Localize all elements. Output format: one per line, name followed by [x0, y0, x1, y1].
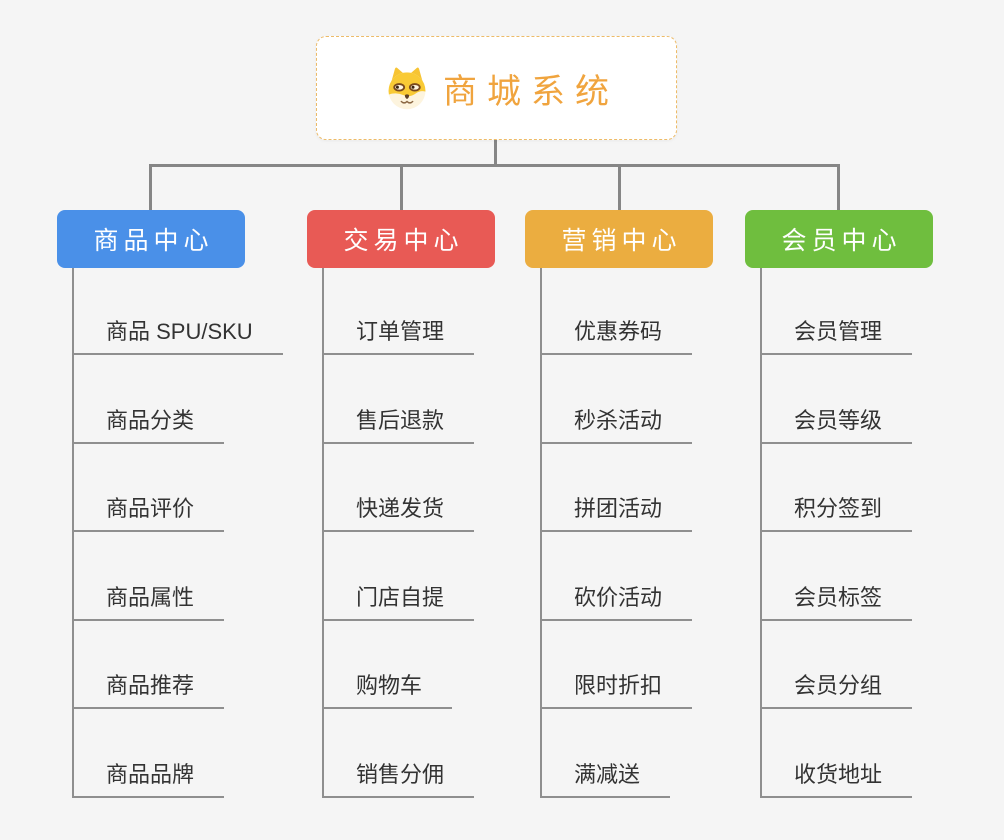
connector-drop-marketing — [618, 164, 621, 210]
root-topic-label: 商城系统 — [443, 72, 619, 111]
connector-horizontal-bar — [149, 164, 840, 167]
subtopic[interactable]: 售后退款 — [324, 355, 475, 444]
subtopic[interactable]: 会员等级 — [762, 355, 913, 444]
subtopic-list-member: 会员管理 会员等级 积分签到 会员标签 会员分组 收货地址 — [760, 268, 1004, 798]
subtopic[interactable]: 优惠券码 — [542, 268, 693, 355]
subtopic[interactable]: 会员管理 — [762, 268, 913, 355]
branch-member-center: 会员中心 会员管理 会员等级 积分签到 会员标签 会员分组 收货地址 — [745, 210, 1004, 798]
subtopic[interactable]: 会员标签 — [762, 532, 913, 621]
branch-topic-product[interactable]: 商品中心 — [57, 210, 245, 268]
branch-product-center: 商品中心 商品 SPU/SKU 商品分类 商品评价 商品属性 商品推荐 商品品牌 — [57, 210, 317, 798]
dog-face-icon — [384, 66, 430, 110]
subtopic[interactable]: 积分签到 — [762, 444, 913, 532]
branch-topic-member[interactable]: 会员中心 — [745, 210, 933, 268]
connector-root-stem — [494, 140, 497, 166]
subtopic[interactable]: 销售分佣 — [324, 709, 475, 798]
subtopic[interactable]: 商品属性 — [74, 532, 225, 621]
subtopic[interactable]: 拼团活动 — [542, 444, 693, 532]
subtopic[interactable]: 门店自提 — [324, 532, 475, 621]
subtopic[interactable]: 商品 SPU/SKU — [74, 268, 283, 355]
subtopic[interactable]: 收货地址 — [762, 709, 913, 798]
branch-trade-center: 交易中心 订单管理 售后退款 快递发货 门店自提 购物车 销售分佣 — [307, 210, 567, 798]
branch-topic-label: 会员中心 — [781, 227, 902, 255]
subtopic[interactable]: 商品评价 — [74, 444, 225, 532]
branch-topic-label: 交易中心 — [343, 227, 464, 255]
subtopic-list-trade: 订单管理 售后退款 快递发货 门店自提 购物车 销售分佣 — [322, 268, 567, 798]
branch-topic-marketing[interactable]: 营销中心 — [525, 210, 713, 268]
subtopic[interactable]: 商品品牌 — [74, 709, 225, 798]
subtopic[interactable]: 商品推荐 — [74, 621, 225, 709]
branch-topic-trade[interactable]: 交易中心 — [307, 210, 495, 268]
connector-drop-trade — [400, 164, 403, 210]
subtopic[interactable]: 满减送 — [542, 709, 671, 798]
subtopic-list-product: 商品 SPU/SKU 商品分类 商品评价 商品属性 商品推荐 商品品牌 — [72, 268, 317, 798]
subtopic[interactable]: 快递发货 — [324, 444, 475, 532]
branch-topic-label: 营销中心 — [561, 227, 682, 255]
subtopic[interactable]: 商品分类 — [74, 355, 225, 444]
connector-drop-member — [837, 164, 840, 210]
subtopic[interactable]: 限时折扣 — [542, 621, 693, 709]
branch-marketing-center: 营销中心 优惠券码 秒杀活动 拼团活动 砍价活动 限时折扣 满减送 — [525, 210, 785, 798]
subtopic[interactable]: 购物车 — [324, 621, 453, 709]
subtopic[interactable]: 订单管理 — [324, 268, 475, 355]
connector-drop-product — [149, 164, 152, 210]
subtopic[interactable]: 秒杀活动 — [542, 355, 693, 444]
subtopic-list-marketing: 优惠券码 秒杀活动 拼团活动 砍价活动 限时折扣 满减送 — [540, 268, 785, 798]
subtopic[interactable]: 会员分组 — [762, 621, 913, 709]
branch-topic-label: 商品中心 — [93, 227, 214, 255]
root-topic[interactable]: 商城系统 — [316, 36, 677, 140]
subtopic[interactable]: 砍价活动 — [542, 532, 693, 621]
